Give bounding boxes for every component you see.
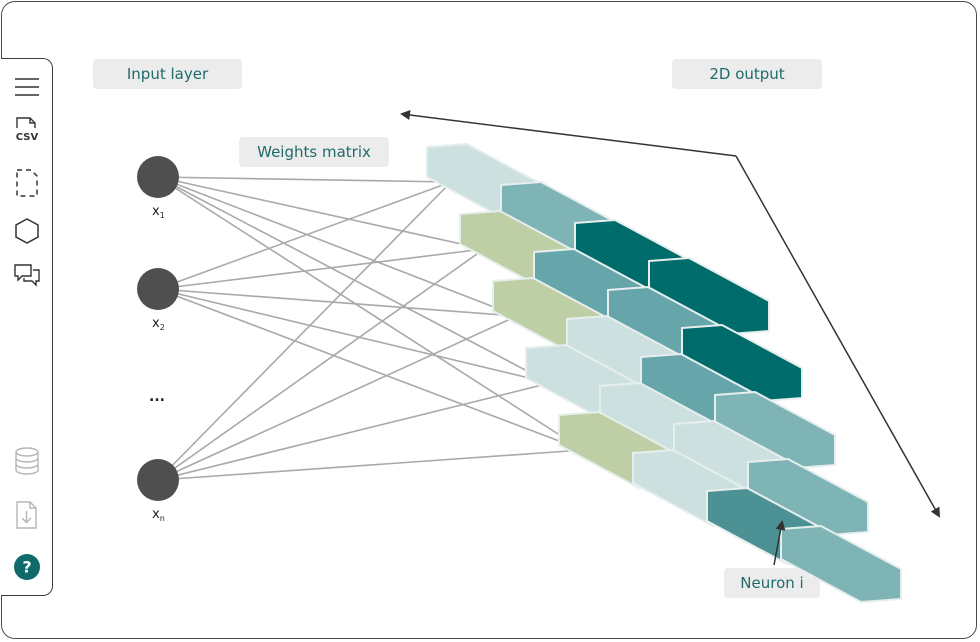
input-nodes: x1 x2 xn xyxy=(137,156,179,523)
output-grid xyxy=(426,142,902,604)
input-node-label-2: xn xyxy=(152,507,165,523)
hexagon-icon[interactable] xyxy=(11,215,43,247)
neuron-label: Neuron i xyxy=(724,568,820,598)
help-icon[interactable]: ? xyxy=(11,551,43,583)
weight-edge-1-3 xyxy=(157,288,551,384)
weight-edge-2-1 xyxy=(157,248,485,481)
database-icon[interactable] xyxy=(11,445,43,477)
grid-span-arrow xyxy=(400,110,737,157)
help-label: ? xyxy=(22,558,31,577)
sidebar: CSV ? xyxy=(1,58,53,596)
weight-edge-2-2 xyxy=(157,315,518,481)
neuron-pointer-arrow xyxy=(773,520,786,566)
weight-edge-2-3 xyxy=(157,382,551,481)
weight-edge-0-2 xyxy=(157,176,518,317)
input-node-label-1: x2 xyxy=(152,316,165,332)
weight-edge-0-4 xyxy=(157,176,584,451)
neuron-hex-4-3 xyxy=(780,524,902,604)
weight-edge-1-1 xyxy=(157,248,485,290)
weight-connections xyxy=(157,176,584,481)
input-layer-label: Input layer xyxy=(93,59,242,89)
weight-edge-0-1 xyxy=(157,176,485,250)
weight-edge-2-4 xyxy=(157,449,584,481)
menu-icon[interactable] xyxy=(11,71,43,103)
grid-span-arrow-down xyxy=(735,155,940,518)
weights-matrix-label: Weights matrix xyxy=(239,137,389,167)
weight-edge-1-2 xyxy=(157,288,518,317)
weight-edge-2-0 xyxy=(157,181,452,481)
weight-edge-1-0 xyxy=(157,181,452,290)
weight-edge-0-0 xyxy=(157,176,452,183)
dashed-selection-icon[interactable] xyxy=(11,167,43,199)
csv-label: CSV xyxy=(16,132,39,143)
download-file-icon[interactable] xyxy=(11,499,43,531)
input-node-2 xyxy=(137,459,179,501)
input-ellipsis: ... xyxy=(149,389,165,405)
output-label: 2D output xyxy=(672,59,822,89)
weight-edge-1-4 xyxy=(157,288,584,451)
csv-file-icon[interactable]: CSV xyxy=(11,115,43,147)
input-node-label-0: x1 xyxy=(152,204,165,220)
chat-icon[interactable] xyxy=(11,259,43,291)
input-node-0 xyxy=(137,156,179,198)
input-node-1 xyxy=(137,268,179,310)
